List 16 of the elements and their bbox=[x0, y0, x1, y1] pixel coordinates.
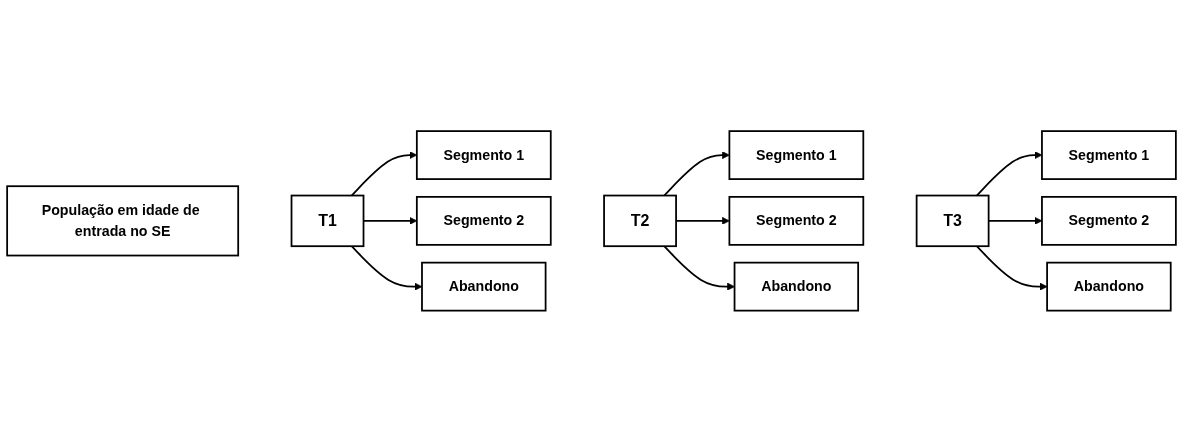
node-box: Abandono bbox=[421, 261, 547, 312]
node-box: Segmento 2 bbox=[1041, 195, 1177, 246]
node-box: T2 bbox=[603, 194, 677, 247]
node-box: Abandono bbox=[1046, 261, 1172, 312]
arrow bbox=[663, 244, 735, 291]
node-box: Segmento 2 bbox=[415, 195, 552, 246]
node-box: Segmento 2 bbox=[728, 195, 865, 246]
arrow bbox=[975, 244, 1048, 291]
node-box: Segmento 1 bbox=[728, 129, 865, 180]
arrow bbox=[663, 150, 730, 197]
node-box: T3 bbox=[915, 194, 990, 247]
node-box: T1 bbox=[290, 194, 365, 247]
node-box: População em idade de entrada no SE bbox=[6, 184, 240, 257]
node-box: Segmento 1 bbox=[415, 129, 552, 180]
node-box: Abandono bbox=[733, 261, 860, 312]
node-box: Segmento 1 bbox=[1041, 129, 1177, 180]
